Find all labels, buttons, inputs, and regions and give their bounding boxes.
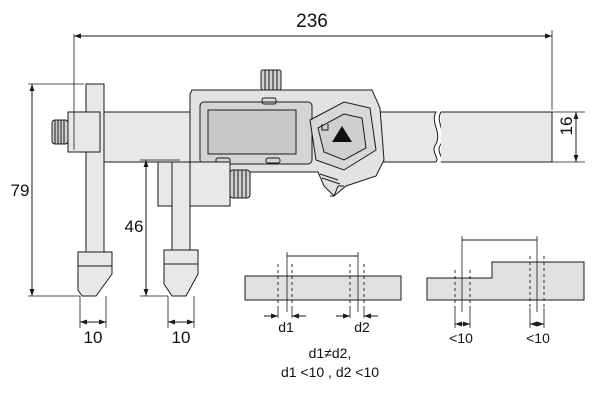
label-hole-right: <10 (526, 330, 550, 346)
detail-two-holes (244, 252, 402, 319)
fixed-jaw (51, 83, 113, 297)
caption-line-1: d1≠d2, (308, 345, 352, 361)
label-hole-left: <10 (449, 330, 473, 346)
extension-lines (28, 30, 585, 328)
dim-jaw-depth: 46 (125, 217, 144, 236)
dim-tip-width-right: 10 (172, 328, 191, 347)
dim-tip-width-left: 10 (84, 328, 103, 347)
label-d2: d2 (354, 319, 370, 335)
triangle-arrow-icon (332, 126, 352, 142)
dim-beam-height: 16 (557, 117, 576, 136)
dim-jaw-height: 79 (11, 181, 30, 200)
movable-jaw (157, 161, 251, 297)
caption: d1≠d2, d1 <10 , d2 <10 (220, 344, 440, 382)
dimension-lines (29, 33, 579, 325)
label-d1: d1 (278, 319, 294, 335)
detail-stepped-holes (426, 236, 585, 328)
dim-overall-length: 236 (296, 11, 328, 32)
caption-line-2: d1 <10 , d2 <10 (280, 364, 380, 380)
